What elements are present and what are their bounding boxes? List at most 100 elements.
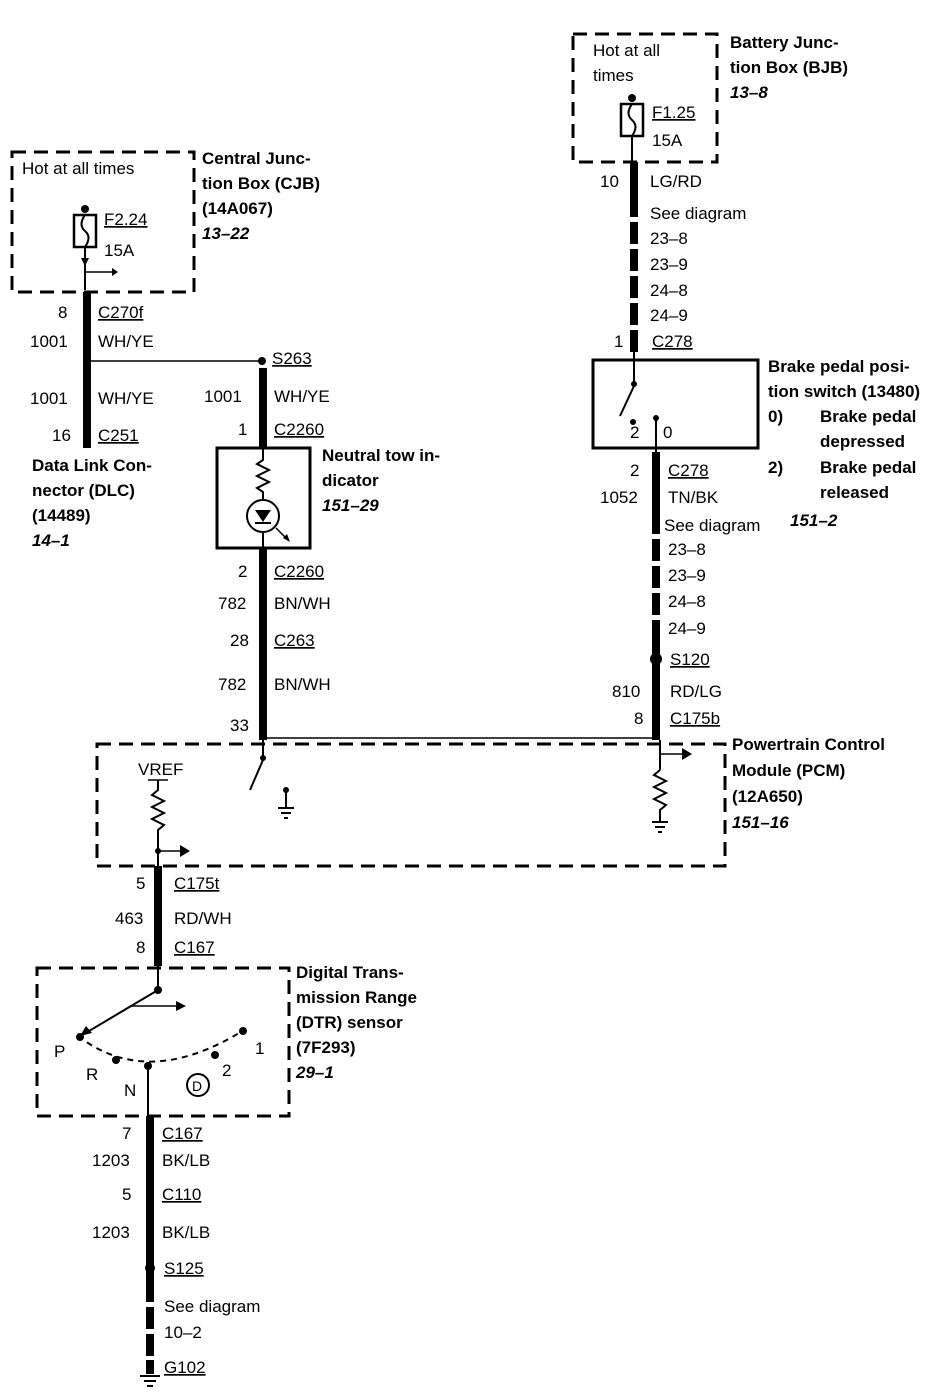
right-see-2: See diagram bbox=[664, 516, 760, 535]
s263-dot bbox=[258, 357, 266, 365]
mid-circ-3: 782 bbox=[218, 675, 246, 694]
left-conn-2: C251 bbox=[98, 426, 139, 445]
right-conn-3: C278 bbox=[668, 461, 709, 480]
ground-color-2: BK/LB bbox=[162, 1223, 210, 1242]
dtr-pos-p: P bbox=[54, 1042, 65, 1061]
right-ref-1a: 23–8 bbox=[650, 229, 688, 248]
dlc-name-2: nector (DLC) bbox=[32, 481, 135, 500]
right-ref-1c: 24–8 bbox=[650, 281, 688, 300]
bjb-fuse-icon bbox=[619, 94, 645, 162]
ground-splice: S125 bbox=[164, 1259, 204, 1278]
left-circ-1: 1001 bbox=[30, 332, 68, 351]
cjb-amps: 15A bbox=[104, 241, 135, 260]
mid-circ-2: 782 bbox=[218, 594, 246, 613]
dtr-selector-icon bbox=[76, 966, 247, 1118]
ground-label: G102 bbox=[164, 1358, 206, 1377]
dtr-name-2: mission Range bbox=[296, 988, 417, 1007]
right-ref-2c: 24–8 bbox=[668, 592, 706, 611]
left-conn-1: C270f bbox=[98, 303, 144, 322]
dtr-name-1: Digital Trans- bbox=[296, 963, 404, 982]
bjb-hot-1: Hot at all bbox=[593, 41, 660, 60]
brake-switch-icon bbox=[619, 352, 659, 452]
mid-pin-1: 1 bbox=[238, 420, 247, 439]
brake-switch-box bbox=[591, 358, 760, 450]
bjb-name-1: Battery Junc- bbox=[730, 33, 839, 52]
mid-color-3: BN/WH bbox=[274, 675, 331, 694]
right-color-3: TN/BK bbox=[668, 488, 719, 507]
right-ref-1b: 23–9 bbox=[650, 255, 688, 274]
lower-color-1: RD/WH bbox=[174, 909, 232, 928]
mid-splice: S263 bbox=[272, 349, 312, 368]
cjb-fuse: F2.24 bbox=[104, 210, 147, 229]
lower-conn-1: C175t bbox=[174, 874, 220, 893]
left-pin-1: 8 bbox=[58, 303, 67, 322]
ground-see: See diagram bbox=[164, 1297, 260, 1316]
mid-conn-1: C2260 bbox=[274, 420, 324, 439]
mid-color-2: BN/WH bbox=[274, 594, 331, 613]
bjb-fuse: F1.25 bbox=[652, 103, 695, 122]
lower-conn-2: C167 bbox=[174, 938, 215, 957]
right-ref-2a: 23–8 bbox=[668, 540, 706, 559]
pcm-part: (12A650) bbox=[732, 787, 803, 806]
right-color-4: RD/LG bbox=[670, 682, 722, 701]
brake-pin-2: 2 bbox=[630, 423, 639, 442]
right-splice: S120 bbox=[670, 650, 710, 669]
pcm-internals bbox=[148, 740, 692, 880]
left-circ-2: 1001 bbox=[30, 389, 68, 408]
right-ref-2b: 23–9 bbox=[668, 566, 706, 585]
right-circ-4: 810 bbox=[612, 682, 640, 701]
indicator-lamp-icon bbox=[246, 448, 290, 548]
pcm-box bbox=[95, 742, 727, 868]
dtr-pos-n: N bbox=[124, 1081, 136, 1100]
ground-conn-1: C167 bbox=[162, 1124, 203, 1143]
pcm-name-1: Powertrain Control bbox=[732, 735, 885, 754]
mid-pin-4: 33 bbox=[230, 716, 249, 735]
dtr-ref: 29–1 bbox=[295, 1063, 334, 1082]
dtr-pos-2: 2 bbox=[222, 1061, 231, 1080]
mid-color-1: WH/YE bbox=[274, 387, 330, 406]
pcm-vref: VREF bbox=[138, 760, 183, 779]
ground-pin-2: 5 bbox=[122, 1185, 131, 1204]
bjb-hot-2: times bbox=[593, 66, 634, 85]
mid-circ-1: 1001 bbox=[204, 387, 242, 406]
brake-state-2b: released bbox=[820, 483, 889, 502]
right-pin-3: 2 bbox=[630, 461, 639, 480]
ground-icon bbox=[140, 1375, 160, 1387]
mid-pin-2: 2 bbox=[238, 562, 247, 581]
brake-state-2: 2) bbox=[768, 458, 783, 477]
ground-circ-2: 1203 bbox=[92, 1223, 130, 1242]
right-pin-2: 1 bbox=[614, 332, 623, 351]
brake-ref: 151–2 bbox=[790, 511, 838, 530]
bjb-amps: 15A bbox=[652, 131, 683, 150]
dtr-box bbox=[35, 966, 291, 1118]
brake-name-2: tion switch (13480) bbox=[768, 382, 920, 401]
cjb-name-1: Central Junc- bbox=[202, 149, 311, 168]
cjb-ref: 13–22 bbox=[202, 224, 250, 243]
cjb-fuse-icon bbox=[72, 205, 118, 290]
dtr-pos-d: D bbox=[192, 1078, 202, 1094]
s120-dot bbox=[650, 653, 662, 665]
neutral-name-1: Neutral tow in- bbox=[322, 446, 440, 465]
right-circ-3: 1052 bbox=[600, 488, 638, 507]
right-conn-5: C175b bbox=[670, 709, 720, 728]
dtr-name-3: (DTR) sensor bbox=[296, 1013, 403, 1032]
right-ref-2d: 24–9 bbox=[668, 619, 706, 638]
mid-conn-3: C263 bbox=[274, 631, 315, 650]
left-pin-2: 16 bbox=[52, 426, 71, 445]
bjb-name-2: tion Box (BJB) bbox=[730, 58, 848, 77]
mid-conn-2: C2260 bbox=[274, 562, 324, 581]
brake-state-0b: depressed bbox=[820, 432, 905, 451]
brake-state-0a: Brake pedal bbox=[820, 407, 916, 426]
brake-pin-0: 0 bbox=[663, 423, 672, 442]
right-pin-1: 10 bbox=[600, 172, 619, 191]
pcm-name-2: Module (PCM) bbox=[732, 761, 845, 780]
bjb-ref: 13–8 bbox=[730, 83, 768, 102]
cjb-hot-label: Hot at all times bbox=[22, 159, 134, 178]
right-color-1: LG/RD bbox=[650, 172, 702, 191]
ground-pin-1: 7 bbox=[122, 1124, 131, 1143]
brake-name-1: Brake pedal posi- bbox=[768, 357, 910, 376]
mid-pin-3: 28 bbox=[230, 631, 249, 650]
lower-pin-2: 8 bbox=[136, 938, 145, 957]
right-conn-2: C278 bbox=[652, 332, 693, 351]
cjb-box bbox=[10, 150, 196, 294]
